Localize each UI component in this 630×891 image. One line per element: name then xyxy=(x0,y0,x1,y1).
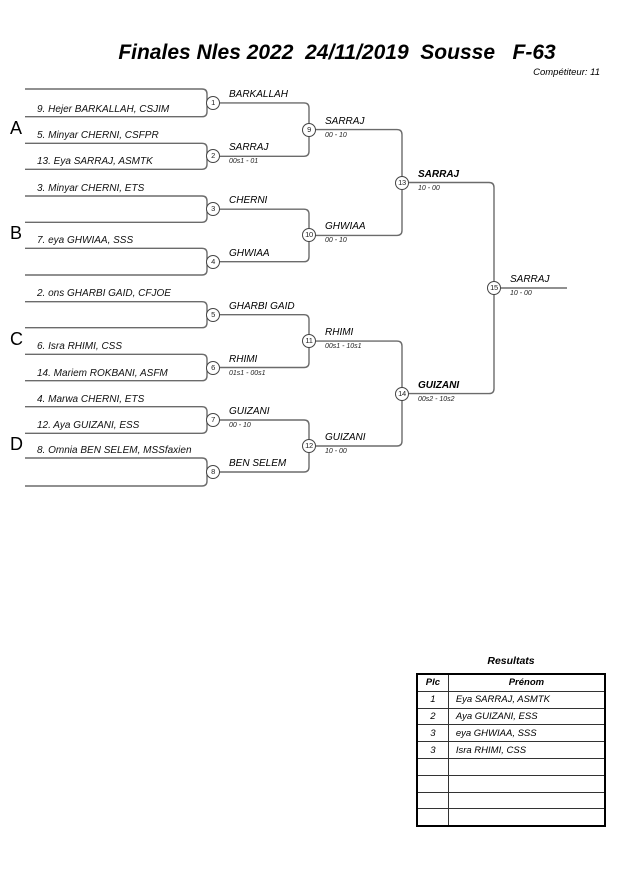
match-15-winner: SARRAJ xyxy=(510,274,550,285)
result-name: Eya SARRAJ, ASMTK xyxy=(447,690,606,709)
match-circle-3: 3 xyxy=(206,202,220,217)
results-header-row: Plc Prénom xyxy=(416,673,606,692)
match-13-winner: SARRAJ xyxy=(418,168,460,180)
match-circle-12: 12 xyxy=(302,439,316,453)
bracket-line xyxy=(25,247,208,276)
page-title: Finales Nles 2022 24/11/2019 Sousse F-63 xyxy=(118,41,556,64)
match-6-score: 01s1 - 00s1 xyxy=(229,369,266,377)
match-7-winner: GUIZANI xyxy=(229,406,270,417)
connector-line xyxy=(213,314,310,369)
match-circle-1: 1 xyxy=(206,95,220,110)
player-entry: 3. Minyar CHERNI, ETS xyxy=(37,183,145,194)
match-8-winner: BEN SELEM xyxy=(229,458,287,469)
connector-line xyxy=(309,128,403,237)
result-name xyxy=(447,774,606,793)
result-place: 3 xyxy=(416,724,449,743)
match-5-winner: GHARBI GAID xyxy=(229,300,295,312)
match-circle-7: 7 xyxy=(206,413,220,427)
match-10-winner: GHWIAA xyxy=(325,221,366,233)
results-row xyxy=(416,757,606,776)
results-title: Resultats xyxy=(487,655,535,667)
match-7-score: 00 - 10 xyxy=(229,422,251,429)
match-15-score: 10 - 00 xyxy=(510,290,532,297)
result-name xyxy=(447,791,606,810)
result-name: Aya GUIZANI, ESS xyxy=(447,707,606,726)
group-label-c: C xyxy=(10,329,23,350)
results-col-name: Prénom xyxy=(447,673,606,692)
result-name: Isra RHIMI, CSS xyxy=(447,741,606,759)
match-14-score: 00s2 - 10s2 xyxy=(418,395,455,403)
result-place: 1 xyxy=(416,690,449,709)
results-col-plc: Plc xyxy=(416,673,449,692)
bracket-line xyxy=(25,457,208,487)
match-12-winner: GUIZANI xyxy=(325,432,366,443)
match-14-winner: GUIZANI xyxy=(418,379,460,391)
match-circle-13: 13 xyxy=(395,175,409,190)
player-entry: 8. Omnia BEN SELEM, MSSfaxien xyxy=(37,445,192,456)
match-circle-2: 2 xyxy=(206,149,220,164)
match-12-score: 10 - 00 xyxy=(325,448,347,455)
result-place xyxy=(416,774,449,793)
match-circle-14: 14 xyxy=(395,386,409,401)
group-label-a: A xyxy=(10,117,23,138)
result-place xyxy=(416,791,449,810)
bracket-line xyxy=(25,301,208,329)
match-circle-10: 10 xyxy=(302,228,316,243)
result-place: 3 xyxy=(416,741,449,759)
match-circle-6: 6 xyxy=(206,360,220,375)
match-circle-8: 8 xyxy=(206,465,220,479)
results-row xyxy=(416,791,606,810)
player-entry: 9. Hejer BARKALLAH, CSJIM xyxy=(37,104,170,115)
result-place: 2 xyxy=(416,707,449,726)
results-row xyxy=(416,774,606,793)
match-4-winner: GHWIAA xyxy=(229,247,270,259)
match-circle-9: 9 xyxy=(302,122,316,137)
result-place xyxy=(416,808,449,827)
player-entry: 5. Minyar CHERNI, CSFPR xyxy=(37,130,159,141)
results-row xyxy=(416,808,606,827)
player-entry: 7. eya GHWIAA, SSS xyxy=(37,235,134,246)
connector-line xyxy=(402,181,495,395)
match-9-winner: SARRAJ xyxy=(325,115,365,127)
player-entry: 12. Aya GUIZANI, ESS xyxy=(37,420,140,431)
match-6-winner: RHIMI xyxy=(229,353,258,365)
competitor-count: Compétiteur: 11 xyxy=(533,67,600,78)
match-1-winner: BARKALLAH xyxy=(229,89,288,100)
bracket-line xyxy=(25,195,208,223)
match-9-score: 00 - 10 xyxy=(325,131,347,139)
result-place xyxy=(416,757,449,776)
match-11-winner: RHIMI xyxy=(325,327,354,339)
match-13-score: 10 - 00 xyxy=(418,184,440,192)
match-11-score: 00s1 - 10s1 xyxy=(325,343,362,351)
group-label-b: B xyxy=(10,223,23,244)
match-circle-4: 4 xyxy=(206,254,220,269)
player-entry: 2. ons GHARBI GAID, CFJOE xyxy=(37,288,171,299)
match-10-score: 00 - 10 xyxy=(325,237,347,245)
match-circle-5: 5 xyxy=(206,307,220,322)
match-3-winner: CHERNI xyxy=(229,195,268,207)
group-label-d: D xyxy=(10,434,23,454)
match-circle-15: 15 xyxy=(487,281,501,295)
player-entry: 4. Marwa CHERNI, ETS xyxy=(37,394,145,405)
connector-line xyxy=(309,340,403,447)
result-name xyxy=(447,757,606,776)
result-name xyxy=(447,808,606,827)
player-entry: 14. Mariem ROKBANI, ASFM xyxy=(37,368,168,379)
result-name: eya GHWIAA, SSS xyxy=(447,724,606,743)
match-circle-11: 11 xyxy=(302,334,316,349)
player-entry: 13. Eya SARRAJ, ASMTK xyxy=(37,156,153,167)
match-2-winner: SARRAJ xyxy=(229,142,269,154)
match-2-score: 00s1 - 01 xyxy=(229,158,259,166)
player-entry: 6. Isra RHIMI, CSS xyxy=(37,341,123,352)
